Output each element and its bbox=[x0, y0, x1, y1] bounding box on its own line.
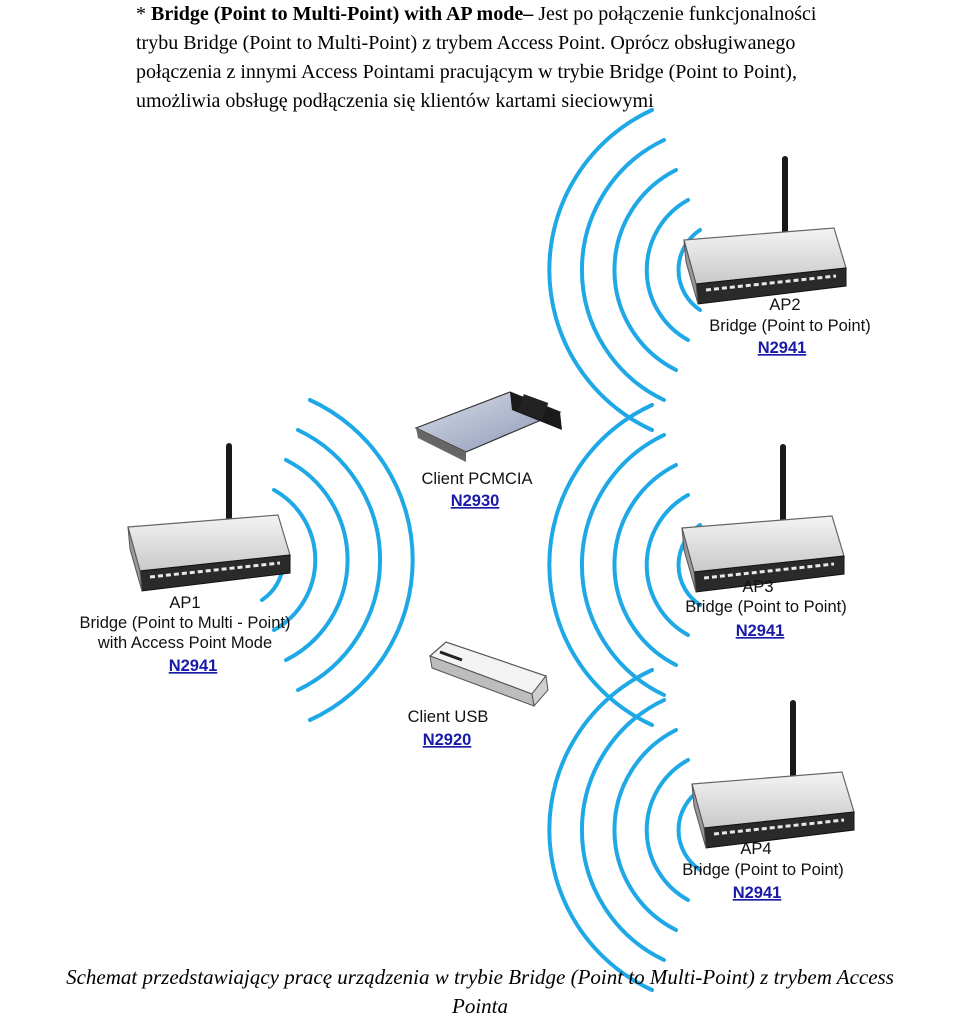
ap2-product-link[interactable]: N2941 bbox=[758, 339, 807, 357]
pcmcia-card-icon bbox=[414, 391, 562, 462]
paragraph-line-2: trybu Bridge (Point to Multi-Point) z tr… bbox=[136, 32, 796, 54]
ap3-name: AP3 bbox=[742, 578, 773, 596]
paragraph-bold-title: Bridge (Point to Multi-Point) with AP mo… bbox=[151, 3, 534, 25]
ap4-signal-waves bbox=[547, 668, 702, 992]
ap3-product-link[interactable]: N2941 bbox=[736, 622, 785, 640]
ap2-name: AP2 bbox=[769, 296, 800, 314]
ap3-router-icon bbox=[680, 442, 846, 594]
ap2-signal-waves bbox=[547, 108, 702, 432]
ap1-product-link[interactable]: N2941 bbox=[169, 657, 218, 675]
ap1-router-icon bbox=[126, 441, 292, 593]
usb-adapter-icon bbox=[428, 641, 549, 708]
ap1-name: AP1 bbox=[169, 594, 200, 612]
client-usb-label: Client USB N2920 bbox=[408, 708, 489, 749]
intro-paragraph: * Bridge (Point to Multi-Point) with AP … bbox=[136, 0, 956, 116]
ap1-label: AP1 Bridge (Point to Multi - Point) with… bbox=[80, 594, 291, 675]
client-pcmcia-label: Client PCMCIA N2930 bbox=[422, 470, 533, 510]
paragraph-line-1: * Bridge (Point to Multi-Point) with AP … bbox=[136, 0, 956, 29]
ap3-label: AP3 Bridge (Point to Point) N2941 bbox=[685, 578, 846, 640]
client-pcmcia-product-link[interactable]: N2930 bbox=[451, 492, 500, 510]
ap1-mode: Bridge (Point to Multi - Point) bbox=[80, 614, 291, 632]
ap2-label: AP2 Bridge (Point to Point) N2941 bbox=[709, 296, 870, 357]
ap4-label: AP4 Bridge (Point to Point) N2941 bbox=[682, 840, 843, 902]
caption-line-2: Pointa bbox=[452, 994, 508, 1018]
ap1-mode-detail: with Access Point Mode bbox=[97, 634, 272, 652]
ap2-mode: Bridge (Point to Point) bbox=[709, 317, 870, 335]
ap2-router-icon bbox=[682, 154, 848, 306]
caption-line-1: Schemat przedstawiający pracę urządzenia… bbox=[66, 965, 894, 989]
ap4-name: AP4 bbox=[740, 840, 771, 858]
paragraph-line-3: połączenia z innymi Access Pointami prac… bbox=[136, 61, 797, 83]
client-usb-name: Client USB bbox=[408, 708, 489, 726]
bullet: * bbox=[136, 3, 146, 25]
client-pcmcia-name: Client PCMCIA bbox=[422, 470, 533, 488]
ap3-mode: Bridge (Point to Point) bbox=[685, 598, 846, 616]
figure-caption: Schemat przedstawiający pracę urządzenia… bbox=[0, 963, 960, 1021]
paragraph-line-4: umożliwia obsługę podłączenia się klient… bbox=[136, 90, 654, 112]
paragraph-line1-rest: Jest po połączenie funkcjonalności bbox=[533, 3, 817, 25]
ap3-signal-waves bbox=[547, 403, 702, 727]
ap4-router-icon bbox=[690, 698, 856, 850]
ap4-product-link[interactable]: N2941 bbox=[733, 884, 782, 902]
ap4-mode: Bridge (Point to Point) bbox=[682, 861, 843, 879]
client-usb-product-link[interactable]: N2920 bbox=[423, 731, 472, 749]
